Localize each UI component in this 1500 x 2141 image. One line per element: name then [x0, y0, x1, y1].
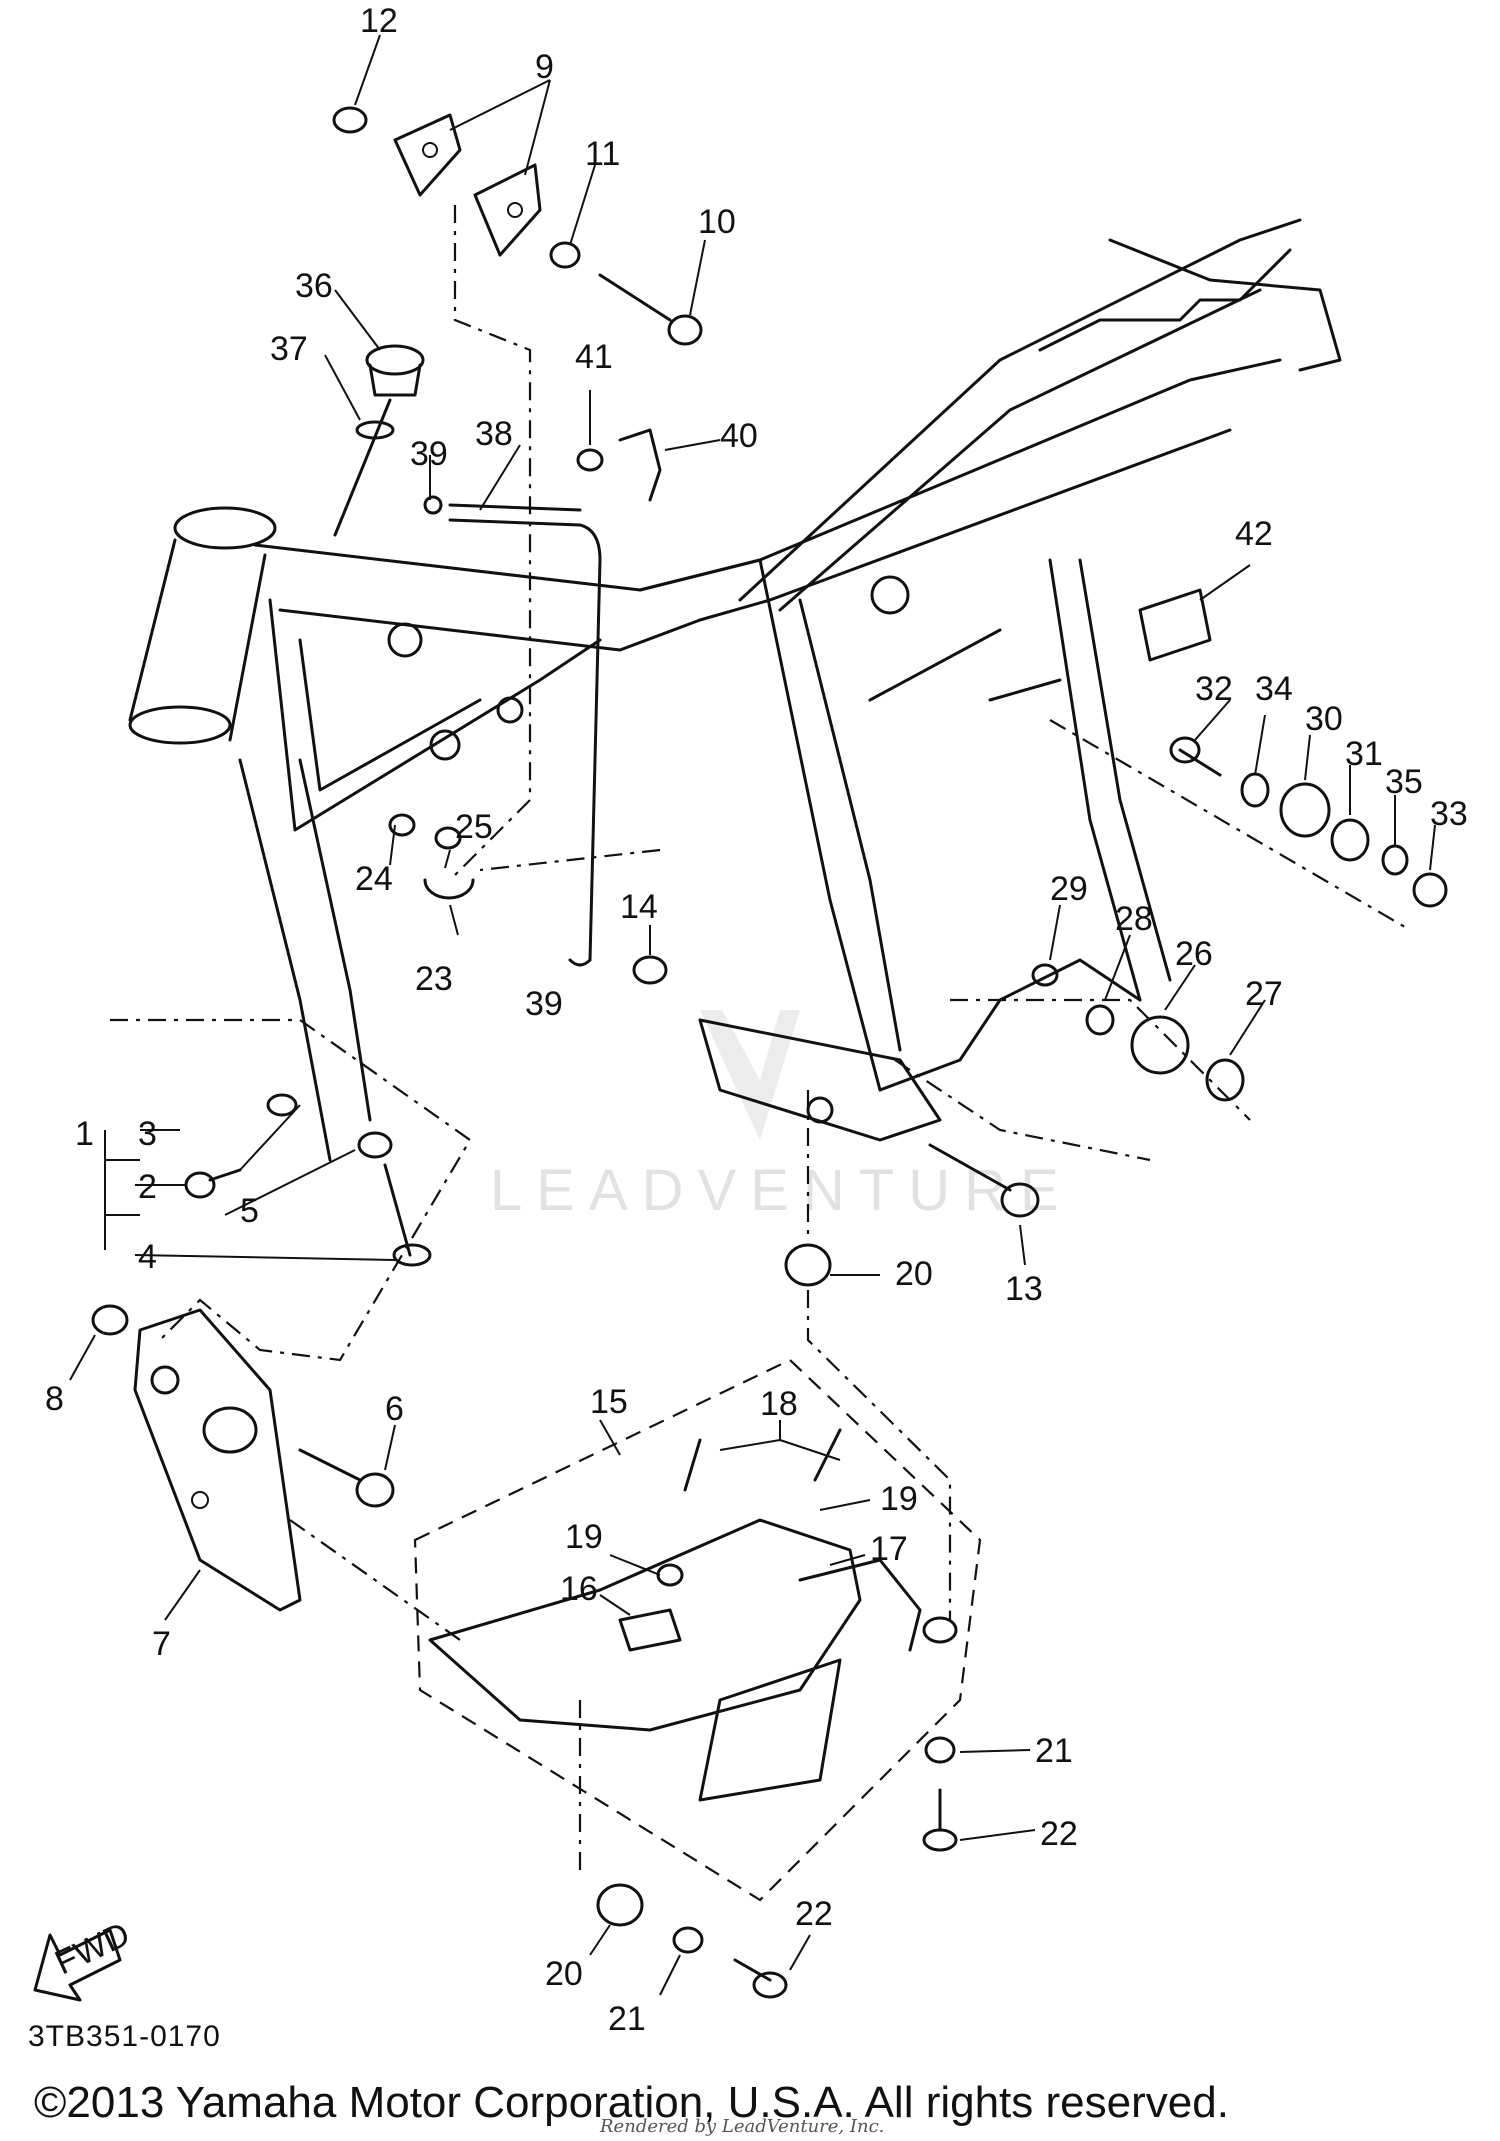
callout-22-bottom: 22	[795, 1895, 833, 1933]
bolt-6	[298, 1448, 395, 1508]
callout-labels: 12 9 11 10 36 37 41 38 40 39 42 32 34 30…	[45, 2, 1468, 2038]
callout-36: 36	[295, 267, 333, 305]
callout-8: 8	[45, 1380, 64, 1418]
callout-9: 9	[535, 48, 554, 86]
callout-21-right: 21	[1035, 1732, 1073, 1770]
callout-11: 11	[585, 135, 620, 173]
callout-20-top: 20	[895, 1255, 933, 1293]
damper-20-top	[784, 1243, 832, 1287]
callout-20-bottom: 20	[545, 1955, 583, 1993]
callout-22-right: 22	[1040, 1815, 1078, 1853]
nut-12	[332, 106, 368, 134]
bolt-10	[598, 273, 703, 346]
callout-12: 12	[360, 2, 398, 40]
guard-assembly-15	[428, 1428, 958, 1802]
callout-29: 29	[1050, 870, 1088, 908]
rendered-by-credit: Rendered by LeadVenture, Inc.	[600, 2116, 885, 2137]
callout-42: 42	[1235, 515, 1273, 553]
catalog-code: 3TB351-0170	[28, 2020, 221, 2053]
callout-16: 16	[560, 1570, 598, 1608]
plate-42	[1138, 588, 1212, 662]
callout-32: 32	[1195, 670, 1233, 708]
callout-41: 41	[575, 338, 613, 376]
side-plate-7	[133, 1308, 302, 1612]
callout-23: 23	[415, 960, 453, 998]
callout-4: 4	[138, 1238, 157, 1276]
watermark-logo	[700, 1010, 800, 1140]
callout-13: 13	[1005, 1270, 1043, 1308]
clamp-23-25	[388, 813, 475, 900]
callout-39-bottom: 39	[525, 985, 563, 1023]
callout-25: 25	[455, 808, 493, 846]
clip-39-bottom	[568, 958, 592, 967]
callout-5: 5	[240, 1192, 259, 1230]
callout-31: 31	[1345, 735, 1383, 773]
callout-2: 2	[138, 1168, 157, 1206]
watermark-text: LEADVENTURE	[490, 1158, 1073, 1223]
cap-36-37	[333, 344, 425, 537]
nut-14	[632, 955, 668, 985]
washer-11	[549, 241, 581, 269]
mount-26-29	[1031, 963, 1245, 1102]
callout-34: 34	[1255, 670, 1293, 708]
callout-39-top: 39	[410, 435, 448, 473]
callout-3: 3	[138, 1115, 157, 1153]
callout-21-bottom: 21	[608, 2000, 646, 2038]
bolt-22	[733, 1788, 958, 1999]
callout-33: 33	[1430, 795, 1468, 833]
callout-17: 17	[870, 1530, 908, 1568]
collar-21	[672, 1736, 956, 1954]
callout-38: 38	[475, 415, 513, 453]
callout-19-right: 19	[880, 1480, 918, 1518]
callout-1: 1	[75, 1115, 94, 1153]
lower-bolts-1-5	[184, 1093, 432, 1267]
callout-14: 14	[620, 888, 658, 926]
leader-lines	[69, 34, 1436, 1996]
callout-18: 18	[760, 1385, 798, 1423]
callout-28: 28	[1115, 900, 1153, 938]
assembly-group-lines	[110, 205, 1411, 1902]
nut-8	[91, 1304, 129, 1336]
callout-40: 40	[720, 417, 758, 455]
callout-24: 24	[355, 860, 393, 898]
fwd-arrow-icon: FWD	[33, 1915, 136, 2002]
callout-15: 15	[590, 1383, 628, 1421]
callout-26: 26	[1175, 935, 1213, 973]
hose-38	[448, 503, 602, 962]
callout-30: 30	[1305, 700, 1343, 738]
callout-35: 35	[1385, 763, 1423, 801]
bolt-13	[928, 1143, 1040, 1218]
callout-27: 27	[1245, 975, 1283, 1013]
callout-19-left: 19	[565, 1518, 603, 1556]
main-frame	[128, 218, 1342, 1162]
callout-10: 10	[698, 203, 736, 241]
callout-37: 37	[270, 330, 308, 368]
copyright-notice: ©2013 Yamaha Motor Corporation, U.S.A. A…	[34, 2078, 1229, 2127]
engine-brackets	[393, 113, 542, 257]
clip-39-top	[423, 495, 443, 515]
callout-6: 6	[385, 1390, 404, 1428]
callout-7: 7	[152, 1625, 171, 1663]
damper-20-bottom	[596, 1883, 644, 1927]
bracket-40-41	[576, 428, 662, 502]
